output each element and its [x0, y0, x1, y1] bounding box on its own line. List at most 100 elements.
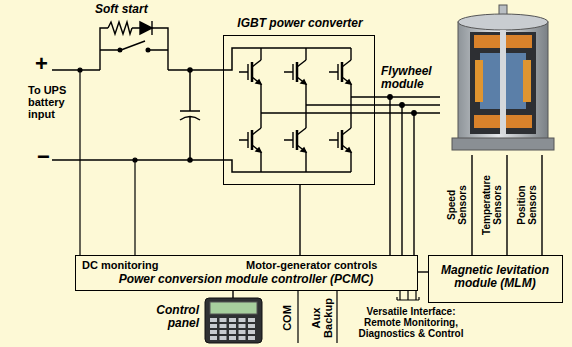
control-panel: Control panel: [205, 298, 262, 343]
soft-start-circuit: [100, 41, 168, 50]
igbt-transistors: [346, 80, 351, 84]
igbt-transistors: [296, 130, 299, 150]
control-panel-illustration: [239, 330, 246, 334]
control-panel-illustration: [205, 298, 262, 343]
igbt-transistors: [342, 60, 351, 67]
control-panel-illustration: [210, 318, 255, 340]
igbt-transistors: [297, 128, 306, 135]
control-panel-illustration: [210, 318, 217, 322]
interface-label: Versatile Interface: Remote Monitoring, …: [352, 306, 470, 339]
igbt-transistors: [342, 128, 351, 135]
control-wires: [397, 291, 419, 300]
igbt-transistors: [256, 80, 261, 84]
wire-connector: [541, 155, 542, 255]
control-panel-illustration: [220, 330, 227, 334]
igbt-transistors: [252, 60, 261, 67]
levitation-box: Magnetic levitation module (MLM): [428, 255, 563, 303]
soft-start-circuit: [146, 48, 150, 52]
igbt-transistors: [329, 132, 338, 148]
wire-connector: [506, 155, 507, 255]
igbt-transistors: [346, 148, 351, 152]
soft-start-circuit: [140, 22, 152, 34]
dc-monitoring-wires: [133, 158, 137, 162]
igbt-transistors: [329, 64, 338, 80]
flywheel-module: Flywheel module: [440, 5, 565, 155]
igbt-transistors: [301, 80, 306, 84]
flywheel-illustration: [452, 5, 554, 150]
igbt-transistors: [342, 145, 351, 152]
igbt-transistors: [284, 132, 293, 148]
control-panel-illustration: [248, 330, 255, 334]
igbt-transistors: [284, 64, 293, 80]
node-text: Magnetic levitation module (MLM): [433, 264, 557, 290]
igbt-transistors: [260, 48, 261, 172]
igbt-transistors: [239, 48, 351, 172]
port-label: COM: [281, 305, 293, 331]
control-panel-illustration: [210, 302, 257, 314]
phase-wires: [261, 95, 440, 255]
control-panel-illustration: [248, 318, 255, 322]
igbt-transistors: [296, 62, 299, 82]
igbt-transistors: [256, 148, 261, 152]
control-panel-illustration: [205, 298, 262, 343]
control-panel-illustration: [210, 330, 217, 334]
igbt-transistors: [251, 130, 254, 150]
soft-start-circuit: [108, 22, 132, 34]
control-panel-illustration: [239, 324, 246, 328]
phase-wires: [388, 95, 392, 99]
phase-wires: [306, 104, 375, 105]
igbt-transistors: [239, 64, 248, 80]
soft-start-circuit: [100, 21, 168, 70]
igbt-transistors: [297, 145, 306, 152]
polarity-sign: −: [37, 145, 50, 169]
control-panel-illustration: [210, 336, 217, 340]
node-text: Control panel: [145, 304, 199, 330]
flywheel-illustration: [523, 60, 531, 102]
capacitor-symbol: [188, 68, 192, 72]
soft-start-circuit: [151, 21, 152, 35]
wire-connector: [418, 271, 428, 272]
capacitor-symbol: [180, 70, 200, 160]
node-text: DC monitoring: [82, 259, 158, 271]
flywheel-illustration: [458, 14, 548, 30]
node-text: IGBT power converter: [224, 17, 376, 30]
controller-box: DC monitoringMotor-generator controlsPow…: [75, 255, 418, 291]
igbt-transistors: [301, 148, 306, 152]
control-panel-illustration: [239, 336, 246, 340]
control-panel-illustration: [220, 318, 227, 322]
control-panel-illustration: [239, 318, 246, 322]
control-panel-illustration: [229, 336, 236, 340]
capacitor-symbol: [180, 68, 200, 162]
flywheel-illustration: [458, 22, 548, 140]
soft-start-circuit: [100, 28, 168, 70]
control-panel-illustration: [229, 318, 236, 322]
flywheel-illustration: [500, 30, 506, 134]
igbt-transistors: [341, 62, 344, 82]
circuit-label: Soft start: [95, 3, 148, 16]
polarity-sign: +: [35, 52, 48, 76]
sensor-label: Temperature Sensors: [481, 170, 502, 240]
control-panel-illustration: [248, 324, 255, 328]
phase-wires: [390, 97, 414, 255]
igbt-transistors: [341, 130, 344, 150]
wire-connector: [299, 185, 300, 255]
igbt-transistors: [305, 48, 306, 172]
converter-box: IGBT power converter: [223, 35, 375, 185]
igbt-transistors: [239, 132, 248, 148]
port-label: Aux Backup: [310, 294, 334, 342]
wire-connector: [375, 104, 440, 105]
soft-start-circuit: [118, 48, 122, 52]
node-text: Flywheel module: [381, 65, 437, 91]
flywheel-illustration: [452, 138, 554, 150]
control-panel-illustration: [220, 324, 227, 328]
igbt-transistors: [252, 145, 261, 152]
control-panel-illustration: [248, 336, 255, 340]
igbt-transistors: [350, 48, 351, 172]
control-panel-illustration: [210, 324, 217, 328]
dc-monitoring-wires: [78, 68, 82, 72]
control-wires: [298, 291, 337, 343]
wire-connector: [232, 291, 233, 298]
wire-connector: [471, 155, 472, 255]
sensor-label: Speed Sensors: [446, 170, 467, 240]
